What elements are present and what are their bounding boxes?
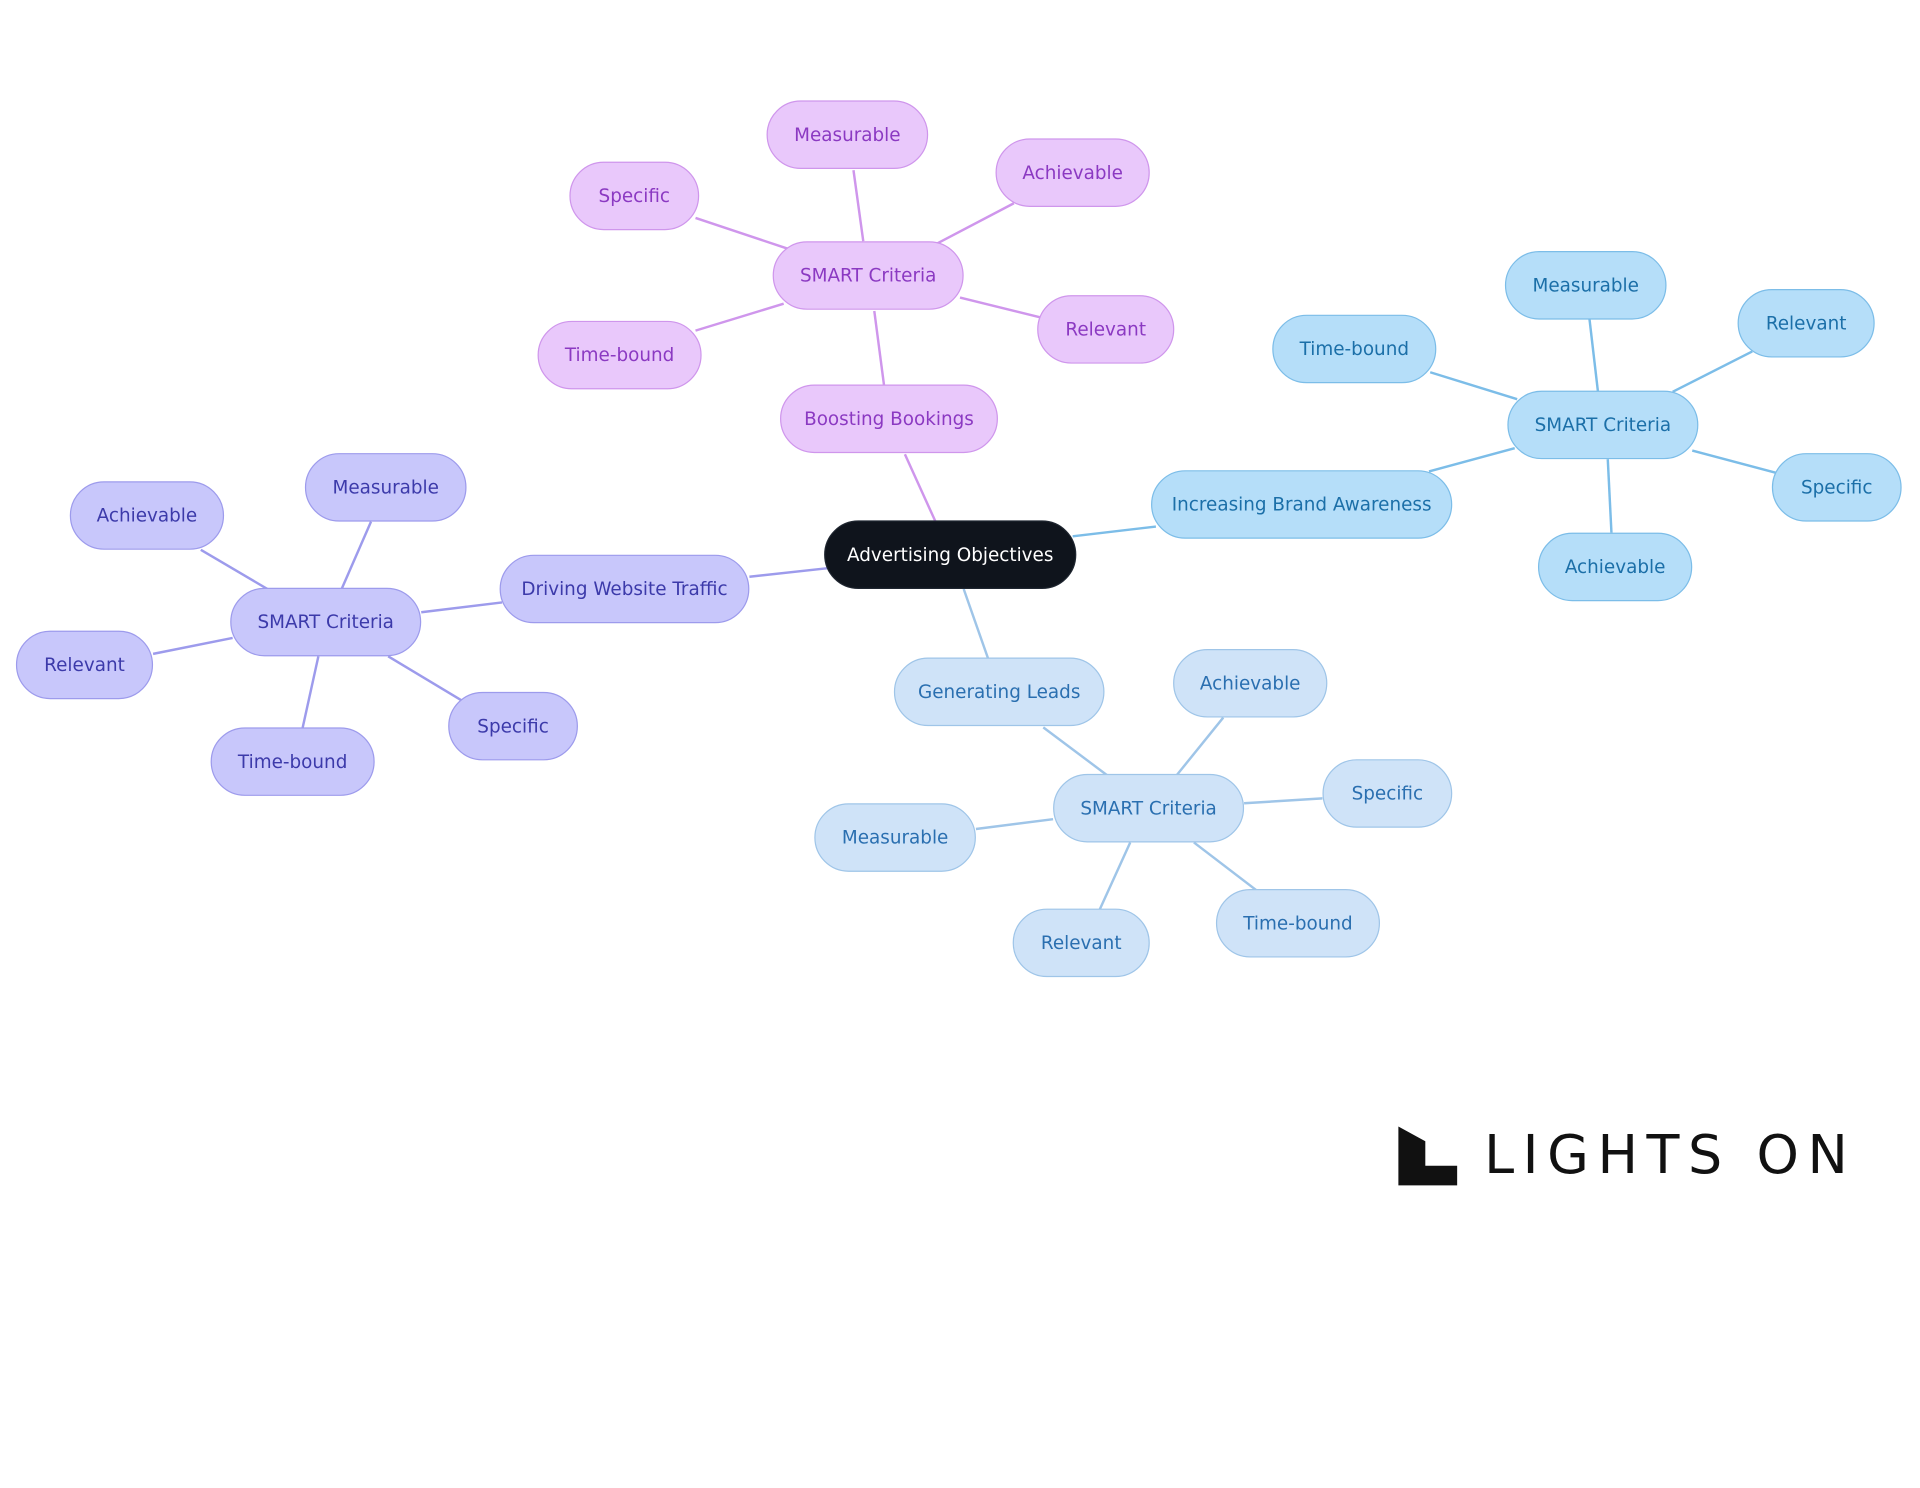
leads-measurable[interactable]: Measurable bbox=[814, 803, 976, 872]
edge-traffic-measurable bbox=[340, 521, 373, 590]
traffic-relevant[interactable]: Relevant bbox=[15, 630, 154, 700]
edge-traffic-specific bbox=[387, 655, 463, 702]
edge-traffic-achievable bbox=[200, 548, 271, 592]
edge-brand-measurable bbox=[1588, 318, 1600, 392]
brand-smart-criteria[interactable]: SMART Criteria bbox=[1507, 390, 1699, 460]
boosting-achievable[interactable]: Achievable bbox=[995, 138, 1150, 207]
lights-on-logo: LIGHTS ON bbox=[1396, 1124, 1856, 1188]
edge-leads-criteria bbox=[1042, 726, 1108, 777]
traffic-achievable[interactable]: Achievable bbox=[69, 481, 225, 550]
leads-achievable[interactable]: Achievable bbox=[1173, 648, 1328, 718]
edge-root-brand bbox=[1072, 525, 1157, 538]
edge-boosting-criteria bbox=[873, 310, 886, 386]
edge-boosting-timebound bbox=[695, 302, 785, 332]
traffic-timebound[interactable]: Time-bound bbox=[210, 727, 375, 796]
leads-timebound[interactable]: Time-bound bbox=[1215, 888, 1381, 958]
boosting-measurable[interactable]: Measurable bbox=[766, 100, 929, 169]
edge-brand-specific bbox=[1691, 449, 1776, 474]
traffic-measurable[interactable]: Measurable bbox=[304, 453, 467, 522]
branch-generating-leads[interactable]: Generating Leads bbox=[893, 657, 1105, 727]
boosting-timebound[interactable]: Time-bound bbox=[537, 320, 702, 390]
brand-achievable[interactable]: Achievable bbox=[1537, 532, 1693, 602]
edge-leads-specific bbox=[1244, 797, 1323, 805]
leads-relevant[interactable]: Relevant bbox=[1012, 908, 1150, 978]
edge-traffic-relevant bbox=[152, 636, 233, 656]
brand-relevant[interactable]: Relevant bbox=[1737, 288, 1875, 358]
root-node[interactable]: Advertising Objectives bbox=[824, 520, 1077, 589]
edge-boosting-specific bbox=[695, 216, 788, 250]
mind-map-edges bbox=[152, 170, 1776, 911]
edge-brand-criteria bbox=[1428, 446, 1516, 473]
edge-traffic-timebound bbox=[301, 656, 320, 729]
edge-root-boosting bbox=[903, 453, 937, 523]
brand-timebound[interactable]: Time-bound bbox=[1272, 314, 1437, 384]
brand-measurable[interactable]: Measurable bbox=[1504, 251, 1667, 320]
branch-increasing-brand-awareness[interactable]: Increasing Brand Awareness bbox=[1151, 470, 1453, 539]
edge-brand-achievable bbox=[1606, 459, 1613, 533]
edge-leads-achievable bbox=[1175, 716, 1225, 776]
edge-root-traffic bbox=[749, 566, 828, 578]
branch-boosting-bookings[interactable]: Boosting Bookings bbox=[780, 384, 998, 454]
edge-traffic-criteria bbox=[421, 601, 503, 614]
lights-on-logo-mark-icon bbox=[1398, 1126, 1458, 1186]
brand-specific[interactable]: Specific bbox=[1771, 453, 1902, 522]
traffic-smart-criteria[interactable]: SMART Criteria bbox=[230, 587, 422, 657]
edge-boosting-achievable bbox=[936, 202, 1015, 245]
boosting-smart-criteria[interactable]: SMART Criteria bbox=[772, 241, 964, 310]
edge-leads-measurable bbox=[975, 817, 1054, 831]
edge-boosting-relevant bbox=[959, 296, 1040, 319]
edge-leads-timebound bbox=[1193, 841, 1258, 892]
edge-leads-relevant bbox=[1098, 841, 1132, 911]
edge-brand-timebound bbox=[1429, 371, 1518, 401]
edge-brand-relevant bbox=[1672, 350, 1753, 393]
traffic-specific[interactable]: Specific bbox=[448, 691, 578, 761]
logo-text: LIGHTS ON bbox=[1484, 1124, 1857, 1187]
boosting-specific[interactable]: Specific bbox=[569, 161, 700, 231]
edge-root-leads bbox=[962, 588, 990, 660]
edge-boosting-measurable bbox=[852, 170, 865, 242]
boosting-relevant[interactable]: Relevant bbox=[1037, 295, 1175, 364]
branch-driving-website-traffic[interactable]: Driving Website Traffic bbox=[499, 554, 750, 624]
leads-specific[interactable]: Specific bbox=[1322, 759, 1453, 828]
leads-smart-criteria[interactable]: SMART Criteria bbox=[1053, 773, 1245, 843]
